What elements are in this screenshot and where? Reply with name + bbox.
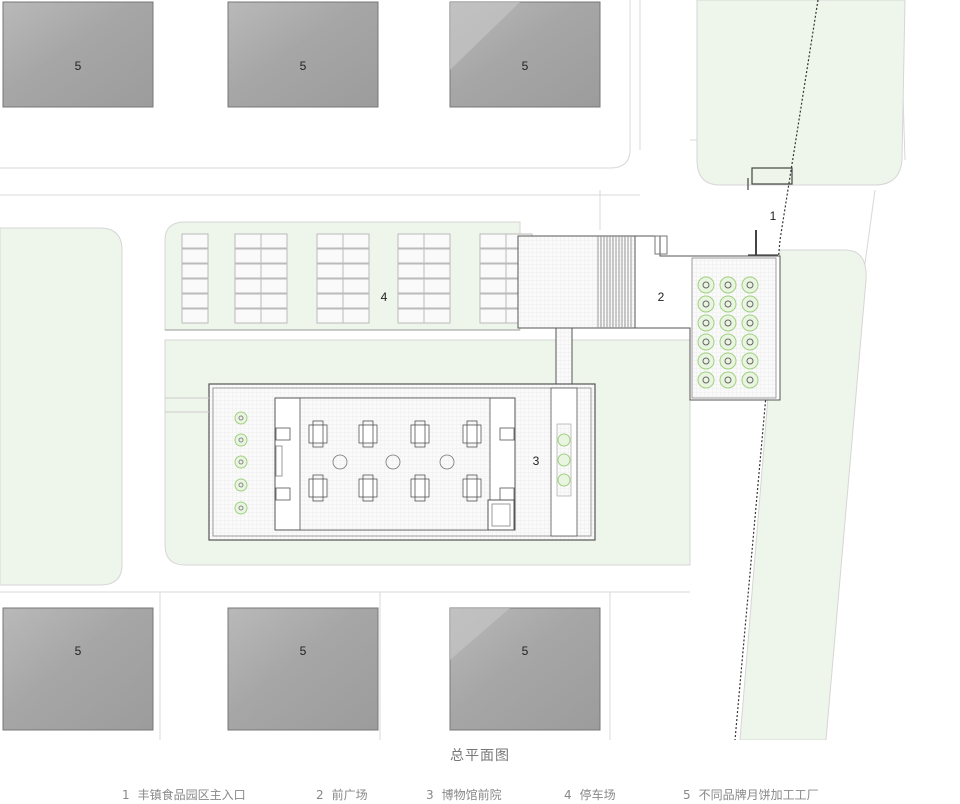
tree: [741, 295, 759, 313]
legend-item: 4 停车场: [564, 786, 616, 803]
parking-stall: [181, 263, 209, 279]
tree: [741, 314, 759, 332]
factory-label: 5: [522, 644, 529, 658]
label-museum-courtyard: 3: [533, 454, 540, 468]
corridor: [555, 327, 573, 387]
tree: [741, 276, 759, 294]
site-plan: 5 5 5 5 5 5 1 2 3 4: [0, 0, 906, 740]
tree: [697, 295, 715, 313]
tree: [741, 371, 759, 389]
tree: [697, 352, 715, 370]
legend-number: 4: [564, 788, 572, 802]
diagram-title: 总平面图: [450, 748, 510, 764]
tree: [557, 473, 571, 487]
factory-block: [227, 1, 379, 108]
display-case: [308, 424, 328, 444]
tree: [697, 333, 715, 351]
label-main-entrance: 1: [770, 209, 777, 223]
legend-text: 前广场: [331, 788, 368, 802]
pillar: [499, 427, 515, 441]
legend-text: 博物馆前院: [441, 788, 502, 802]
factory-label: 5: [75, 59, 82, 73]
label-parking: 4: [381, 290, 388, 304]
factory-label: 5: [522, 59, 529, 73]
green-area-west: [0, 227, 123, 586]
legend-item: 2 前广场: [316, 786, 368, 803]
legend-number: 2: [316, 788, 324, 802]
legend-text: 停车场: [579, 788, 616, 802]
tree: [234, 411, 248, 425]
legend-text: 不同品牌月饼加工工厂: [698, 788, 819, 802]
parking-lot: [165, 233, 533, 331]
display-case: [308, 478, 328, 498]
legend-number: 3: [426, 788, 434, 802]
west-path: [165, 397, 209, 413]
display-case: [462, 424, 482, 444]
tree: [557, 433, 571, 447]
tree: [719, 295, 737, 313]
label-front-plaza: 2: [658, 290, 665, 304]
pillar: [275, 487, 291, 501]
tree: [697, 371, 715, 389]
main-entrance: [747, 167, 793, 256]
parking-stall: [181, 293, 209, 309]
display-case: [358, 424, 378, 444]
parking-stall: [181, 233, 209, 249]
parking-stall: [181, 248, 209, 264]
display-case: [410, 424, 430, 444]
display-case: [358, 478, 378, 498]
legend-item: 3 博物馆前院: [426, 786, 502, 803]
display-case: [462, 478, 482, 498]
tree: [557, 453, 571, 467]
tree: [719, 314, 737, 332]
tree: [719, 371, 737, 389]
factory-label: 5: [75, 644, 82, 658]
tree: [697, 314, 715, 332]
legend-text: 丰镇食品园区主入口: [137, 788, 246, 802]
legend-item: 1 丰镇食品园区主入口: [122, 786, 246, 803]
legend: 1 丰镇食品园区主入口 2 前广场 3 博物馆前院 4 停车场 5 不同品牌月饼加工工厂: [0, 786, 960, 804]
tree: [741, 352, 759, 370]
pillar: [499, 487, 515, 501]
parking-stall: [181, 308, 209, 324]
tree: [719, 276, 737, 294]
tree: [234, 455, 248, 469]
legend-number: 1: [122, 788, 130, 802]
tree: [719, 333, 737, 351]
tree: [719, 352, 737, 370]
green-area-northeast: [696, 0, 906, 186]
factory-block: [227, 607, 379, 731]
parking-stall: [181, 278, 209, 294]
display-case: [410, 478, 430, 498]
tree: [234, 433, 248, 447]
front-plaza: [517, 235, 781, 401]
pillar: [275, 427, 291, 441]
factory-label: 5: [300, 59, 307, 73]
tree: [697, 276, 715, 294]
factory-block: [2, 607, 154, 731]
tree: [234, 501, 248, 515]
site-boundary-line: [734, 0, 819, 740]
factory-label: 5: [300, 644, 307, 658]
tree: [741, 333, 759, 351]
block-labels: 5 5 5 5 5 5: [75, 59, 529, 658]
tree: [234, 478, 248, 492]
museum: [208, 383, 596, 541]
legend-number: 5: [683, 788, 691, 802]
legend-item: 5 不同品牌月饼加工工厂: [683, 786, 819, 803]
factory-block: [2, 1, 154, 108]
